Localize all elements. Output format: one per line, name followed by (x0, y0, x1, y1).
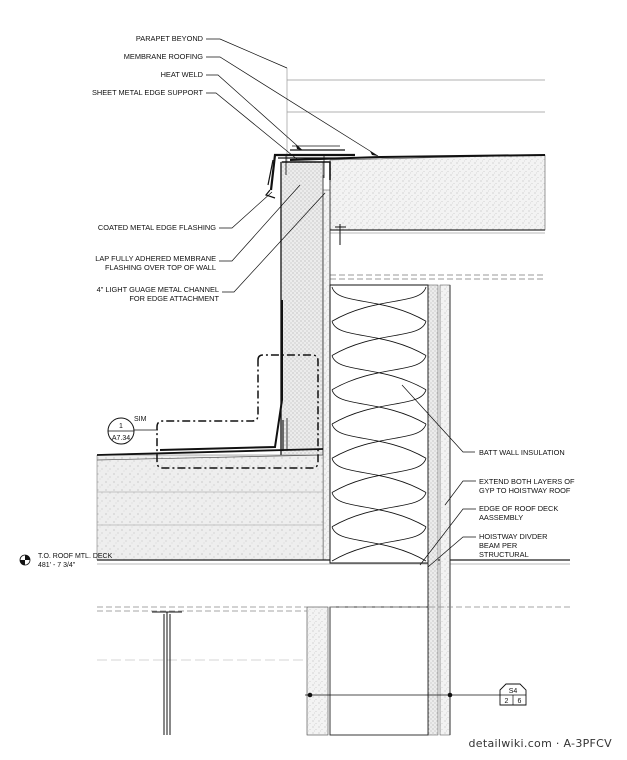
leader-arrowheads (296, 145, 378, 156)
label-batt-wall-insulation: BATT WALL INSULATION (479, 448, 565, 457)
elevation-value: 481' - 7 3/4" (38, 562, 76, 569)
roof-fastener (335, 224, 346, 245)
detail-callout-tag: SIM (134, 416, 147, 423)
parapet-beyond-lines (286, 68, 545, 162)
detail-callout-sheet: A7.34 (112, 435, 130, 442)
label-hoistway-line3: STRUCTURAL (479, 550, 529, 559)
label-membrane-roofing: MEMBRANE ROOFING (124, 52, 203, 61)
label-coated-metal-edge-flashing: COATED METAL EDGE FLASHING (98, 223, 216, 232)
label-metal-channel-line1: 4" LIGHT GUAGE METAL CHANNEL (97, 285, 219, 294)
batt-insulation (329, 284, 429, 564)
roof-deck-dashes (330, 274, 545, 280)
batt-loop (331, 355, 427, 391)
batt-loop (331, 389, 427, 425)
label-heat-weld: HEAT WELD (161, 70, 203, 79)
grid-tag-top: S4 (509, 688, 518, 695)
batt-loop (331, 423, 427, 459)
label-sheet-metal-edge-support: SHEET METAL EDGE SUPPORT (92, 88, 204, 97)
watermark-text: detailwiki.com · A-3PFCV (469, 737, 613, 750)
batt-loop (331, 526, 427, 562)
detail-callout: SIM 1 A7.34 (107, 416, 147, 445)
sim-detail-boundary (156, 354, 319, 469)
label-metal-channel-line2: FOR EDGE ATTACHMENT (129, 294, 219, 303)
batt-loop (331, 458, 427, 493)
label-lap-membrane-line1: LAP FULLY ADHERED MEMBRANE (95, 254, 216, 263)
lower-roof-assembly (96, 300, 570, 565)
grid-tag-bottom-right: 6 (518, 698, 522, 705)
label-parapet-beyond: PARAPET BEYOND (136, 34, 203, 43)
label-edge-roof-deck-line2: AASSEMBLY (479, 513, 523, 522)
batt-loop (331, 286, 427, 322)
elevation-marker: T.O. ROOF MTL. DECK 481' - 7 3/4" (19, 553, 113, 569)
below-deck-structure (97, 606, 570, 736)
label-extend-gyp-line2: GYP TO HOISTWAY ROOF (479, 486, 571, 495)
label-edge-roof-deck-line1: EDGE OF ROOF DECK (479, 504, 558, 513)
hoistway-wall (427, 284, 451, 736)
edge-flashing-assembly (264, 145, 355, 199)
label-extend-gyp-line1: EXTEND BOTH LAYERS OF (479, 477, 575, 486)
label-hoistway-line2: BEAM PER (479, 541, 517, 550)
batt-loop (331, 321, 427, 356)
grid-tag: S4 2 6 (499, 683, 527, 706)
label-lap-membrane-line2: FLASHING OVER TOP OF WALL (105, 263, 216, 272)
batt-loop (331, 492, 427, 528)
leader-lines (133, 38, 476, 568)
grid-tag-bottom-left: 2 (505, 698, 509, 705)
elevation-label: T.O. ROOF MTL. DECK (38, 553, 113, 560)
label-hoistway-line1: HOISTWAY DIVDER (479, 532, 547, 541)
detail-callout-number: 1 (119, 423, 123, 430)
